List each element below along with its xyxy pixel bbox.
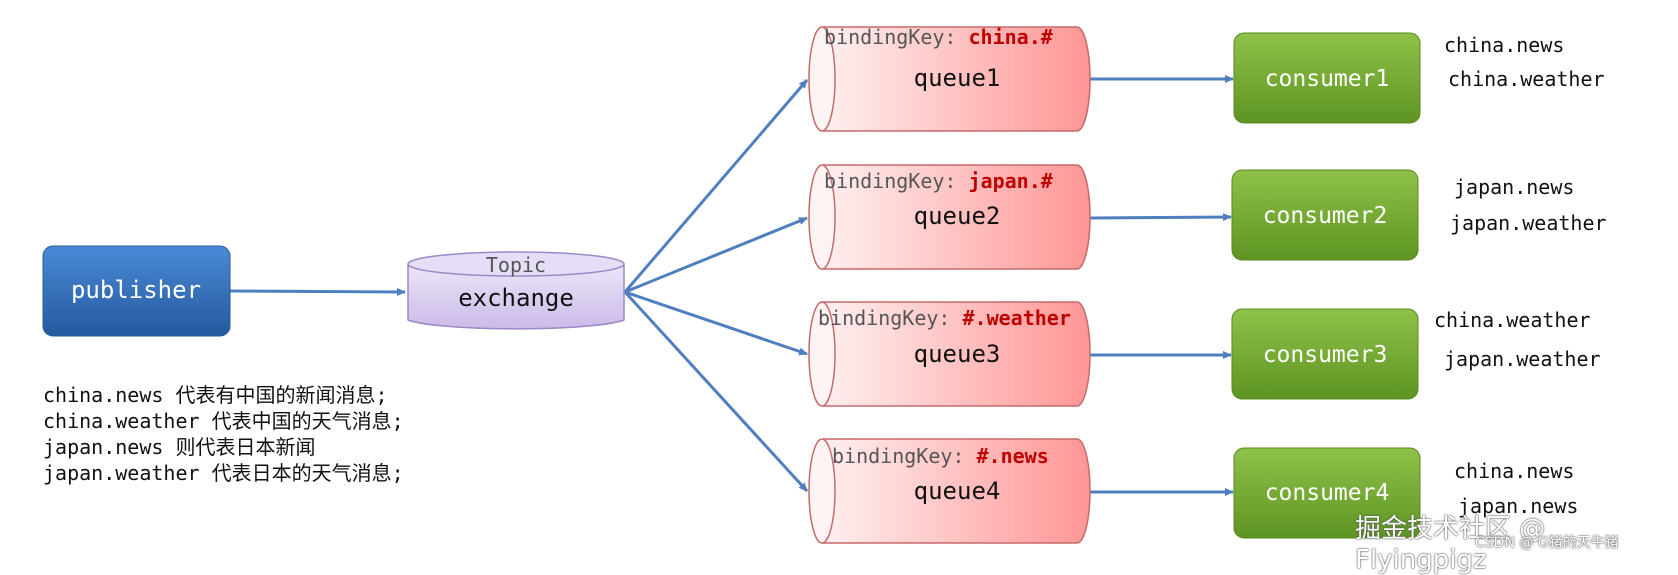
binding-key-text: bindingKey: china.# bbox=[824, 25, 1053, 49]
note-line: japan.weather 代表日本的天气消息; bbox=[43, 461, 404, 485]
routing-key-label: china.weather bbox=[1448, 67, 1605, 91]
flow-arrows bbox=[229, 75, 1234, 496]
routing-key-label: china.weather bbox=[1434, 308, 1591, 332]
publisher-label: publisher bbox=[71, 276, 201, 304]
arrow-exchange-queue3 bbox=[624, 290, 808, 356]
consumer-4: consumer4 bbox=[1233, 447, 1421, 539]
consumer-label: consumer4 bbox=[1265, 480, 1390, 506]
routing-key-label: japan.news bbox=[1454, 175, 1574, 199]
note-line: china.weather 代表中国的天气消息; bbox=[43, 409, 404, 433]
watermark-sub: CSDN @ G猪的天牛猪 bbox=[1475, 535, 1619, 551]
exchange-label: exchange bbox=[458, 284, 574, 312]
exchange-node: Topic exchange bbox=[407, 251, 625, 330]
note-line: china.news 代表有中国的新闻消息; bbox=[43, 383, 388, 407]
binding-key-value: china.# bbox=[969, 25, 1053, 49]
binding-key-text: bindingKey: #.weather bbox=[818, 306, 1071, 330]
consumer-1: consumer1 bbox=[1233, 32, 1421, 124]
queue-3: bindingKey: #.weather queue3 bbox=[808, 301, 1091, 407]
topic-exchange-diagram: publisher Topic exchange bindingKey: chi… bbox=[42, 25, 1607, 544]
binding-key-text: bindingKey: #.news bbox=[832, 444, 1049, 468]
queue-2: bindingKey: japan.# queue2 bbox=[808, 164, 1091, 270]
routing-key-notes: china.news 代表有中国的新闻消息; china.weather 代表中… bbox=[43, 383, 404, 485]
queue-1: bindingKey: china.# queue1 bbox=[808, 25, 1091, 132]
arrow-exchange-queue2 bbox=[624, 216, 808, 294]
queue-label: queue1 bbox=[914, 64, 1001, 92]
binding-key-value: #.news bbox=[977, 444, 1049, 468]
queue-label: queue4 bbox=[914, 477, 1001, 505]
consumer-3: consumer3 bbox=[1231, 308, 1419, 400]
note-line: japan.news 则代表日本新闻 bbox=[43, 435, 315, 459]
routing-key-label: japan.weather bbox=[1450, 211, 1607, 235]
consumer-label: consumer1 bbox=[1265, 66, 1390, 92]
consumer-2: consumer2 bbox=[1231, 169, 1419, 261]
consumer-routing-keys: china.news china.weather japan.news japa… bbox=[1434, 33, 1607, 518]
queue-label: queue2 bbox=[914, 202, 1001, 230]
binding-key-value: #.weather bbox=[963, 306, 1071, 330]
queue-4: bindingKey: #.news queue4 bbox=[808, 438, 1091, 544]
routing-key-label: china.news bbox=[1454, 459, 1574, 483]
publisher-node: publisher bbox=[42, 245, 231, 337]
exchange-type-label: Topic bbox=[486, 253, 546, 277]
binding-key-value: japan.# bbox=[969, 169, 1053, 193]
routing-key-label: japan.weather bbox=[1444, 347, 1601, 371]
arrow-publisher-exchange bbox=[229, 287, 406, 296]
arrow-exchange-queue1 bbox=[623, 79, 809, 293]
routing-key-label: japan.news bbox=[1458, 494, 1578, 518]
queue-label: queue3 bbox=[914, 340, 1001, 368]
binding-key-text: bindingKey: japan.# bbox=[824, 169, 1053, 193]
consumer-label: consumer2 bbox=[1263, 203, 1388, 229]
arrow-exchange-queue4 bbox=[623, 290, 809, 493]
routing-key-label: china.news bbox=[1444, 33, 1564, 57]
arrow-queue2-consumer2 bbox=[1089, 213, 1232, 222]
consumer-label: consumer3 bbox=[1263, 342, 1388, 368]
